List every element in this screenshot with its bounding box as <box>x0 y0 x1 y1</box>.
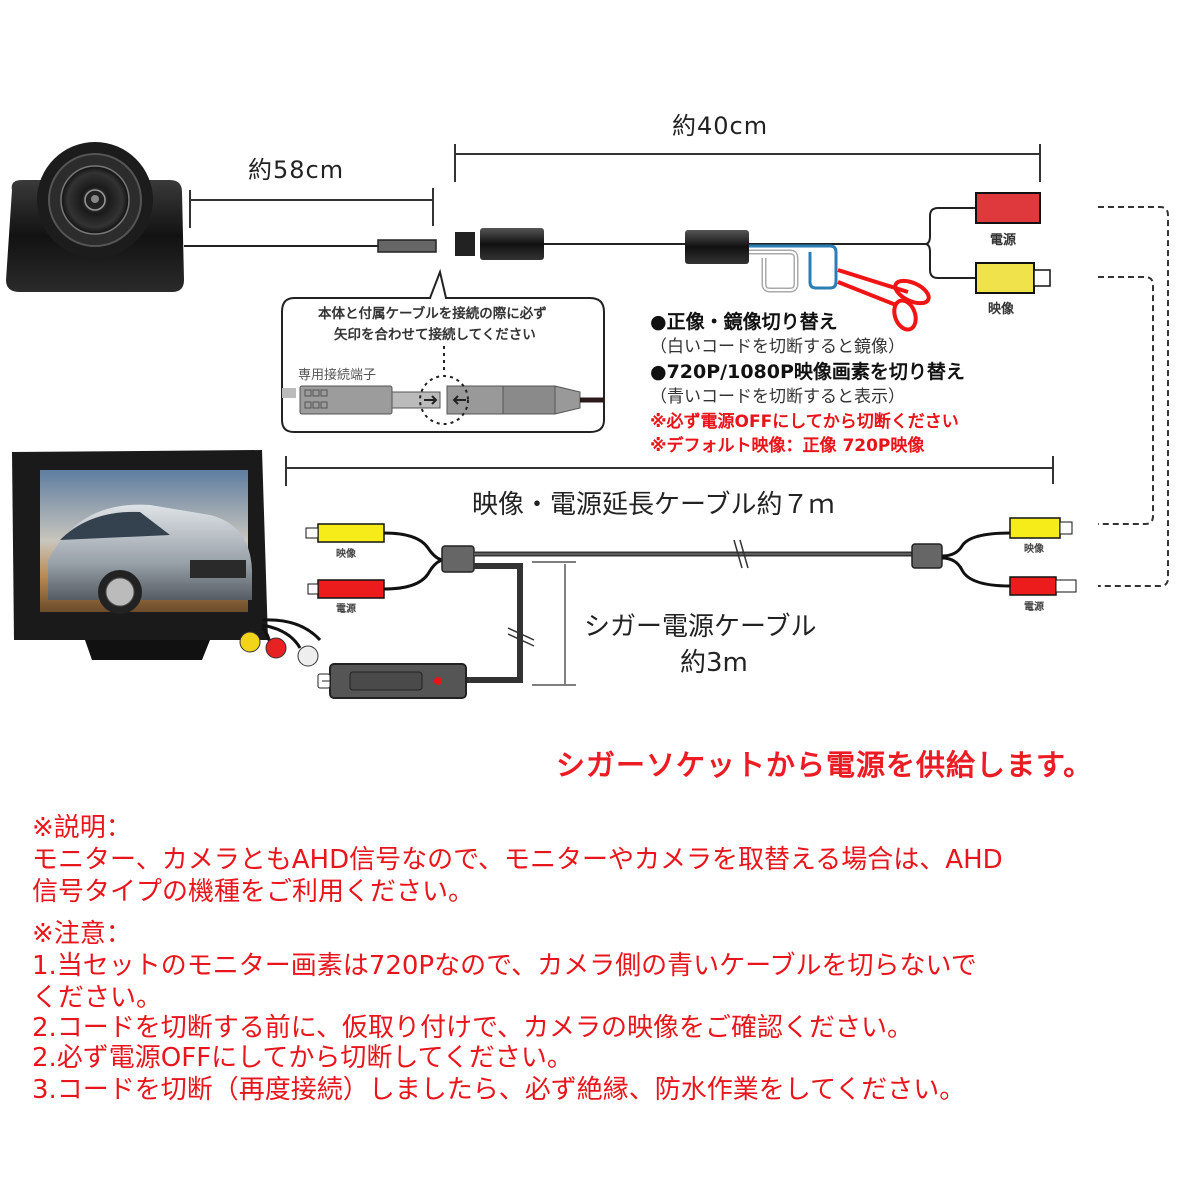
dimension-3m <box>532 561 576 686</box>
switch-note-6: ※デフォルト映像：正像 720P映像 <box>650 436 925 456</box>
switch-note-3: ●720P/1080P映像画素を切り替え <box>650 361 965 383</box>
explanation-line-2: 信号タイプの機種をご利用ください。 <box>32 877 475 907</box>
dimension-40cm <box>454 144 1041 182</box>
caution-line-2: ください。 <box>32 983 163 1013</box>
scissors-icon <box>837 268 931 332</box>
switch-note-1: ●正像・鏡像切り替え <box>650 311 838 333</box>
power-label-top: 電源 <box>990 233 1017 248</box>
caution-line-1: 1.当セットのモニター画素は720Pなので、カメラ側の青いケーブルを切らないで <box>32 951 977 981</box>
power-label-left: 電源 <box>336 604 356 615</box>
alignment-circle <box>419 375 469 425</box>
switch-note-2: （白いコードを切断すると鏡像） <box>650 337 905 357</box>
callout-line-1: 本体と付属ケーブルを接続の際に必ず <box>318 306 547 322</box>
extension-cable-label: 映像・電源延長ケーブル約７ｍ <box>472 490 835 520</box>
power-connector <box>975 192 1041 224</box>
connection-brackets <box>1098 206 1169 587</box>
ferrite-core <box>685 230 749 264</box>
power-led <box>434 677 442 685</box>
power-label-right: 電源 <box>1024 602 1044 613</box>
explanation-heading: ※説明： <box>32 813 132 843</box>
dimension-7m <box>285 456 1054 486</box>
caution-line-5: 3.コードを切断（再度接続）しましたら、必ず絶縁、防水作業をしてください。 <box>32 1075 966 1105</box>
cigar-cable <box>317 563 535 699</box>
terminal-label: 専用接続端子 <box>298 368 377 383</box>
camera-cable-length: 約58cm <box>248 156 345 184</box>
cigar-cable-length: 約3m <box>680 648 748 678</box>
cigar-cable-label: シガー電源ケーブル <box>584 612 817 642</box>
caution-heading: ※注意： <box>32 919 132 949</box>
arrow-left-icon <box>452 395 466 405</box>
switch-note-4: （青いコードを切断すると表示） <box>650 387 905 407</box>
camera-plug <box>377 239 437 253</box>
switch-note-5: ※必ず電源OFFにしてから切断ください <box>650 412 959 432</box>
video-label-left: 映像 <box>336 549 356 560</box>
video-label-right: 映像 <box>1024 544 1044 555</box>
switch-cable-length: 約40cm <box>672 112 769 140</box>
wiring-diagram <box>6 142 1169 699</box>
video-label-top: 映像 <box>988 302 1015 317</box>
caution-line-3: 2.コードを切断する前に、仮取り付けで、カメラの映像をご確認ください。 <box>32 1013 913 1043</box>
camera-icon <box>6 142 184 292</box>
monitor-icon <box>12 450 322 667</box>
arrow-right-icon <box>424 395 438 405</box>
caution-line-4: 2.必ず電源OFFにしてから切断してください。 <box>32 1043 573 1073</box>
switch-cable <box>455 192 1051 332</box>
blue-wire <box>749 244 838 290</box>
video-connector <box>975 262 1035 294</box>
white-wire <box>749 249 799 293</box>
dimension-58cm <box>189 188 434 228</box>
headline: シガーソケットから電源を供給します。 <box>556 748 1094 782</box>
callout-line-2: 矢印を合わせて接続してください <box>334 327 536 343</box>
extension-cable <box>305 517 1077 599</box>
explanation-line-1: モニター、カメラともAHD信号なので、モニターやカメラを取替える場合は、AHD <box>32 845 1003 875</box>
callout-box <box>281 268 605 433</box>
